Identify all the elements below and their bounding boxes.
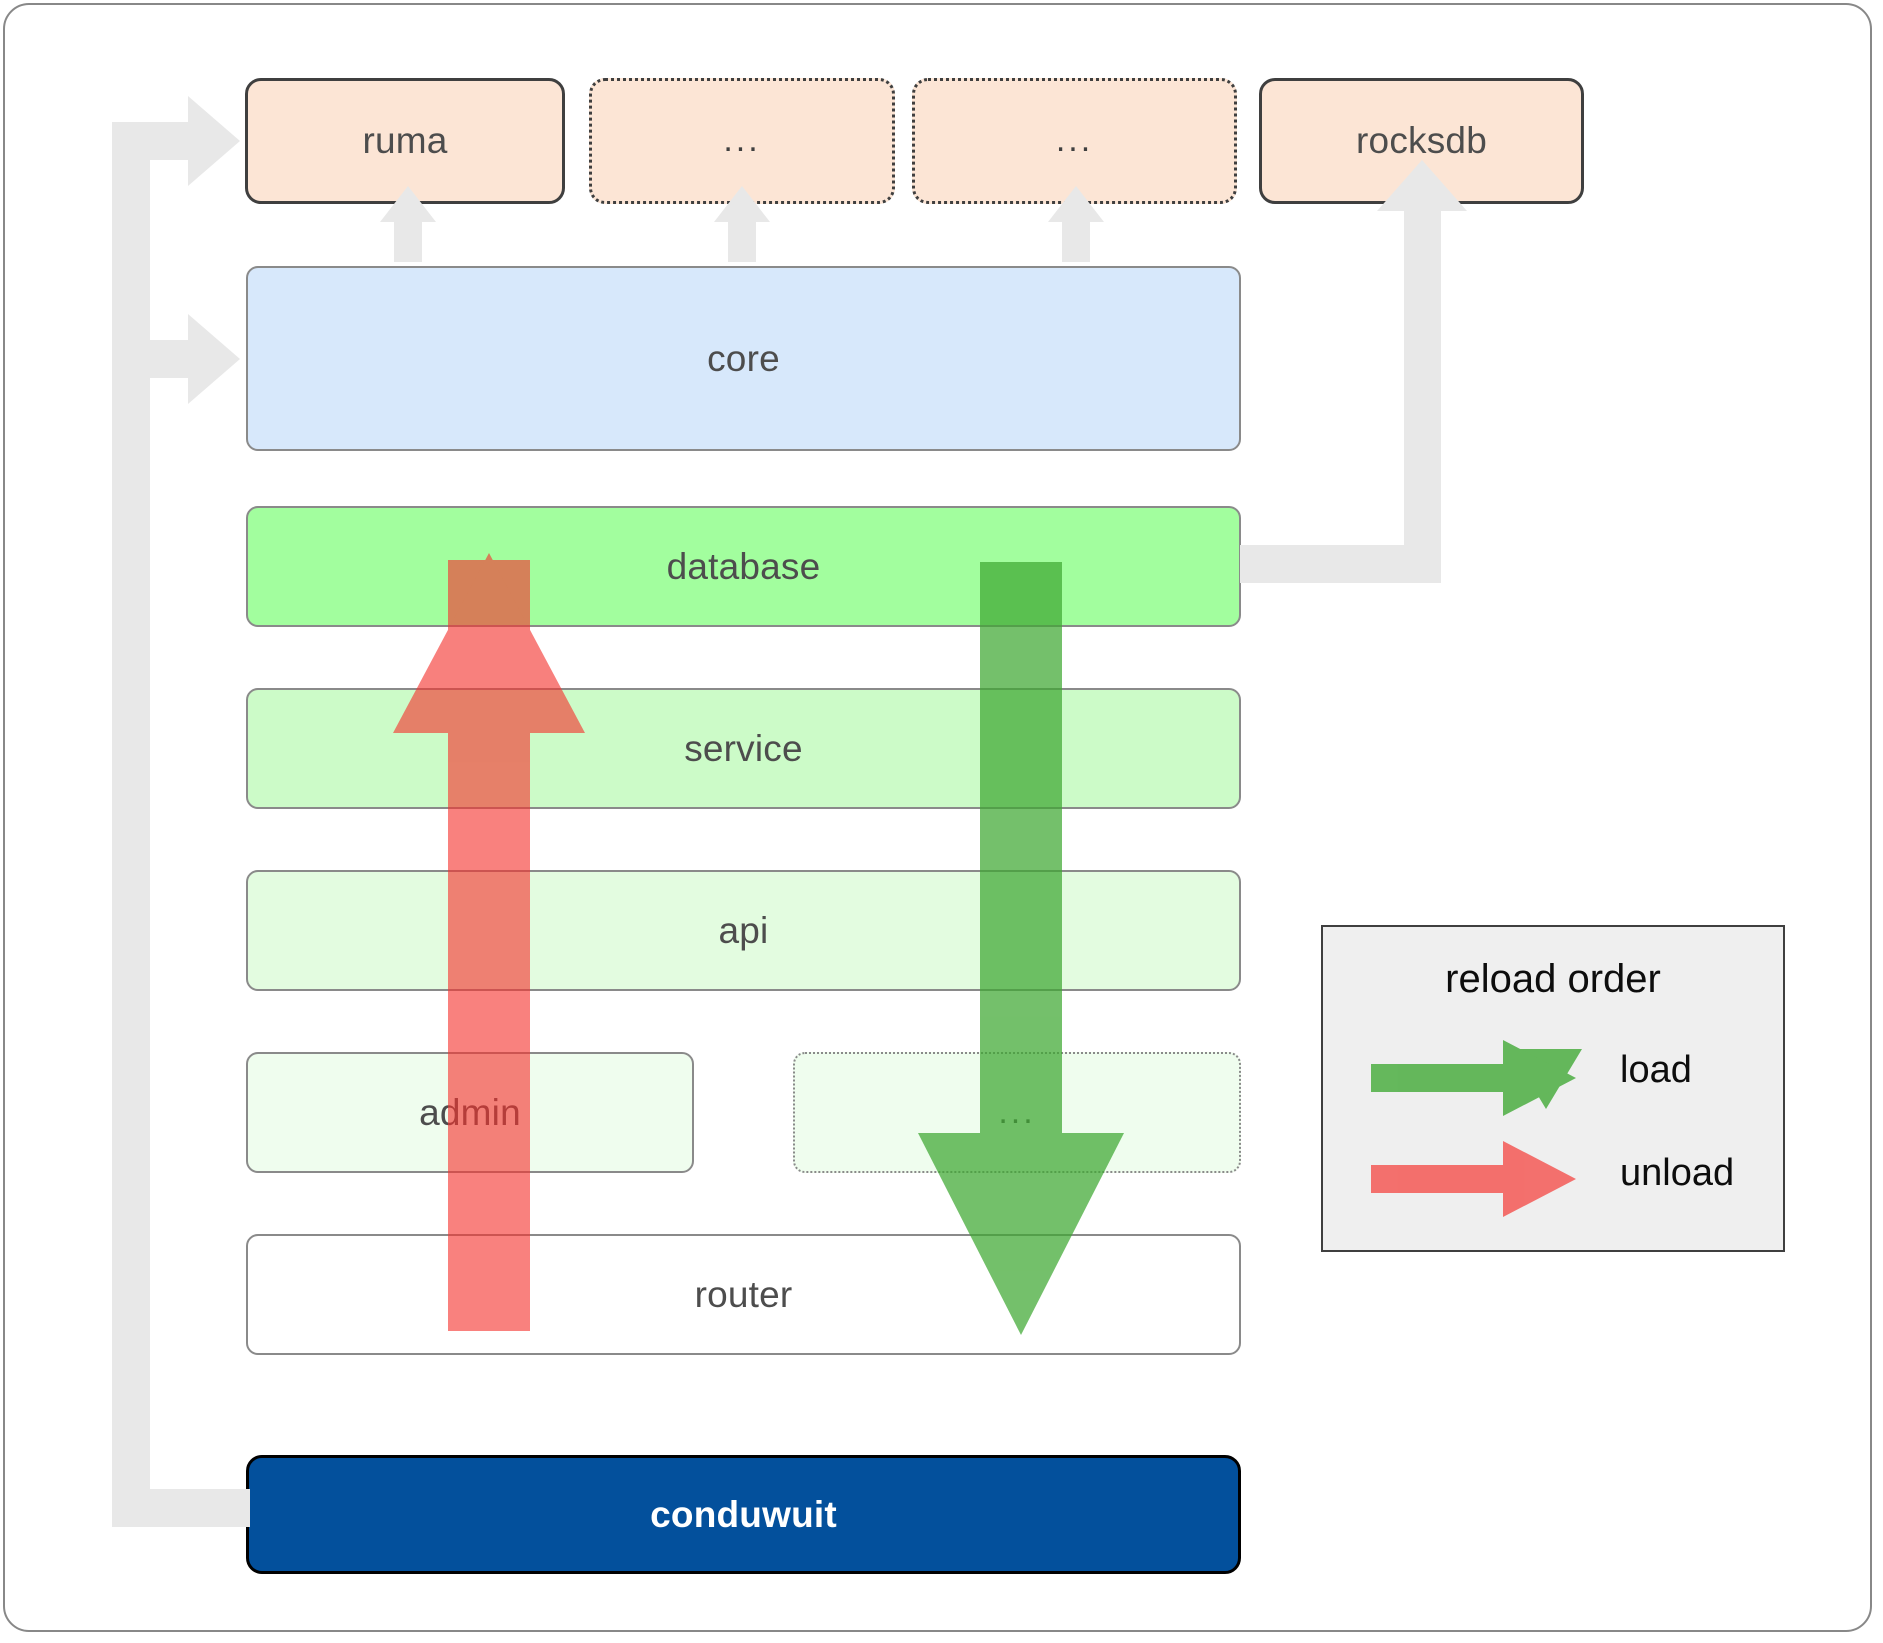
layer-label-service: service xyxy=(684,727,803,769)
application-label-conduwuit: conduwuit xyxy=(650,1493,837,1535)
dependency-box-ruma[interactable]: ruma xyxy=(245,78,565,204)
dependency-label-2: ... xyxy=(723,121,761,160)
dependency-box-3[interactable]: ... xyxy=(912,78,1237,204)
dependency-label-3: ... xyxy=(1055,121,1094,160)
legend-title: reload order xyxy=(1445,957,1661,1001)
legend-unload-arrow-icon xyxy=(1371,1141,1576,1217)
layer-label-api: api xyxy=(718,909,769,951)
layer-box-more-crates[interactable]: ... xyxy=(793,1052,1241,1173)
layer-box-api[interactable]: api xyxy=(246,870,1241,991)
layer-box-database[interactable]: database xyxy=(246,506,1241,627)
application-box-conduwuit[interactable]: conduwuit xyxy=(246,1455,1241,1574)
layer-label-more-crates: ... xyxy=(998,1092,1036,1131)
legend-load-arrow-icon xyxy=(1371,1040,1582,1116)
dependency-box-2[interactable]: ... xyxy=(589,78,895,204)
layer-label-core: core xyxy=(707,337,780,379)
layer-box-core[interactable]: core xyxy=(246,266,1241,451)
layer-box-admin[interactable]: admin xyxy=(246,1052,694,1173)
legend-arrow-icons xyxy=(1371,1040,1582,1217)
layer-label-database: database xyxy=(666,545,821,587)
layer-label-router: router xyxy=(694,1273,793,1315)
dependency-label-rocksdb: rocksdb xyxy=(1356,120,1487,161)
diagram-frame xyxy=(3,3,1872,1632)
dependency-label-ruma: ruma xyxy=(362,120,448,161)
dependency-box-rocksdb[interactable]: rocksdb xyxy=(1259,78,1584,204)
legend-label-load: load xyxy=(1620,1049,1692,1091)
legend-panel: reload order load unload xyxy=(1321,925,1785,1252)
layer-box-service[interactable]: service xyxy=(246,688,1241,809)
layer-label-admin: admin xyxy=(419,1091,521,1133)
legend-label-unload: unload xyxy=(1620,1152,1735,1194)
layer-box-router[interactable]: router xyxy=(246,1234,1241,1355)
